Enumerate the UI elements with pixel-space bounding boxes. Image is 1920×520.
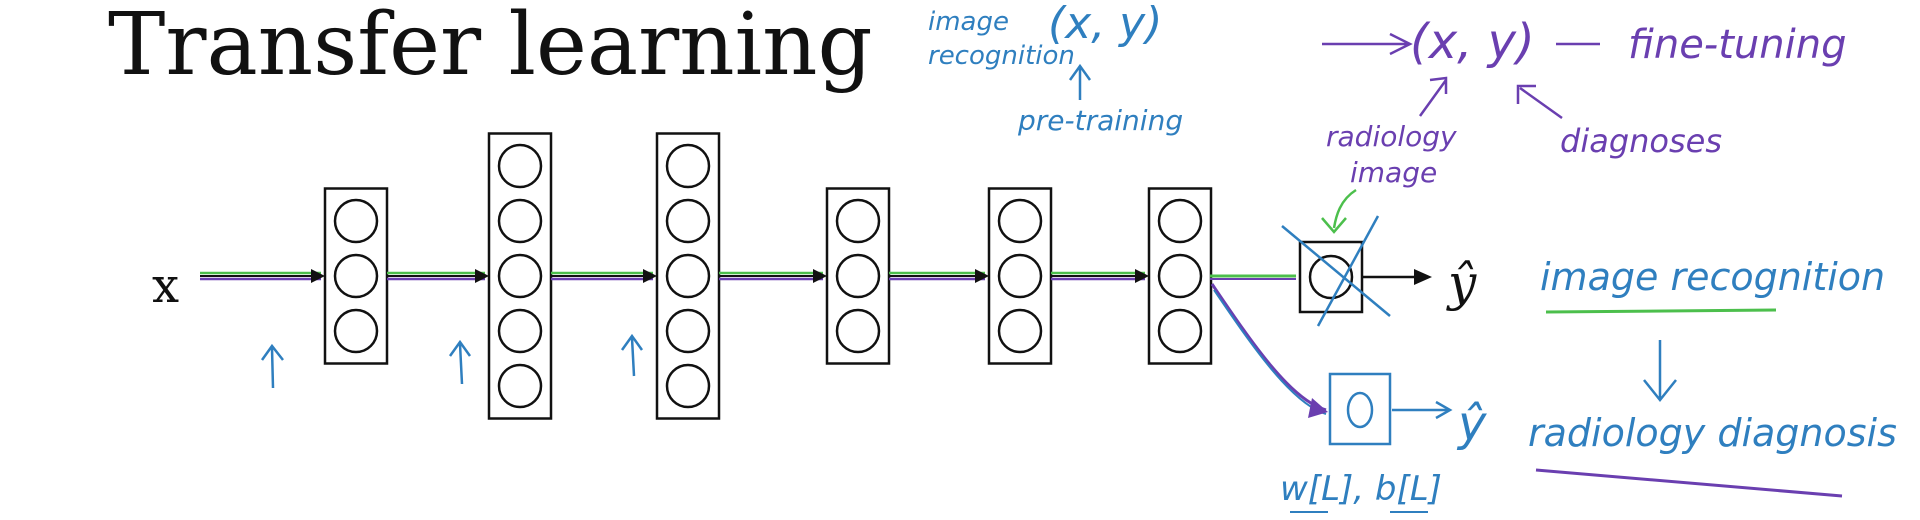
connection-arrow-head bbox=[475, 269, 489, 283]
neuron-node bbox=[997, 253, 1043, 299]
connection-arrow-head bbox=[1135, 269, 1149, 283]
y-hat-label: ŷ bbox=[1446, 254, 1477, 312]
network-layers bbox=[200, 132, 1213, 420]
neuron-node bbox=[665, 253, 711, 299]
neuron-node bbox=[497, 143, 543, 189]
radiology-image-note-line: image bbox=[1350, 156, 1437, 189]
radiology-diagnosis-label: radiology diagnosis bbox=[1528, 411, 1897, 455]
neuron-node bbox=[665, 198, 711, 244]
neuron-node bbox=[497, 308, 543, 354]
up-arrows bbox=[260, 333, 644, 389]
input-x-label: x bbox=[152, 258, 179, 314]
connection-arrow-head bbox=[975, 269, 989, 283]
xy-top-label: (x, y) bbox=[1048, 0, 1162, 49]
neuron-node bbox=[497, 253, 543, 299]
neuron-node bbox=[997, 308, 1043, 354]
image-recognition-big-label: image recognition bbox=[1540, 255, 1885, 299]
neuron-node bbox=[835, 198, 881, 244]
cross-out-line bbox=[1281, 225, 1391, 317]
output-arrow-head bbox=[1414, 269, 1432, 285]
new-branch-line bbox=[1210, 283, 1327, 412]
neuron-node bbox=[997, 198, 1043, 244]
radiology-image-note-line: radiology bbox=[1326, 120, 1457, 153]
up-arrow-icon bbox=[260, 343, 284, 389]
image-recognition-note-line: image bbox=[928, 7, 1009, 37]
neuron-node bbox=[333, 308, 379, 354]
xy-right-label: (x, y) bbox=[1410, 14, 1535, 70]
neuron-node bbox=[835, 253, 881, 299]
arrow-icon bbox=[1516, 84, 1563, 120]
neuron-node bbox=[333, 198, 379, 244]
arrow-right-icon bbox=[1322, 32, 1413, 56]
page-title: Transfer learning bbox=[108, 0, 873, 95]
new-branch-arrow-head bbox=[1308, 398, 1328, 418]
neuron-node bbox=[665, 143, 711, 189]
diagnoses-label: diagnoses bbox=[1560, 122, 1722, 160]
arrow-down-icon bbox=[1643, 340, 1677, 403]
neuron-node bbox=[497, 198, 543, 244]
old-output-node bbox=[1281, 215, 1391, 327]
arrow-icon bbox=[1418, 76, 1448, 117]
arrow-down-icon bbox=[1321, 188, 1357, 234]
up-arrow-icon bbox=[448, 339, 472, 385]
neuron-node bbox=[665, 308, 711, 354]
fine-tuning-label: fine-tuning bbox=[1628, 22, 1846, 68]
neuron-node bbox=[333, 253, 379, 299]
up-arrow-icon bbox=[620, 333, 644, 377]
connection-arrow-head bbox=[813, 269, 827, 283]
new-output-arrow-head bbox=[1435, 400, 1453, 420]
cross-out-line bbox=[1316, 215, 1380, 327]
connection-arrow-head bbox=[643, 269, 657, 283]
up-arrow-icon bbox=[1068, 63, 1092, 100]
green-underline bbox=[1545, 308, 1777, 314]
pre-training-label: pre-training bbox=[1017, 104, 1183, 137]
new-branch-line bbox=[1213, 289, 1327, 415]
radiology-image-note: radiology image bbox=[1326, 120, 1466, 189]
neuron-node bbox=[1157, 253, 1203, 299]
image-recognition-note: image recognition bbox=[928, 7, 1075, 71]
new-y-hat-label: ŷ bbox=[1456, 396, 1487, 452]
image-recognition-note-line: recognition bbox=[928, 41, 1075, 71]
neuron-node bbox=[1157, 308, 1203, 354]
connection-arrow-head bbox=[311, 269, 325, 283]
purple-underline bbox=[1535, 468, 1843, 498]
neuron-node bbox=[1157, 198, 1203, 244]
new-output-node bbox=[1328, 372, 1392, 446]
neuron-node bbox=[835, 308, 881, 354]
neuron-node bbox=[665, 363, 711, 409]
neuron-node bbox=[497, 363, 543, 409]
weights-label: w[L], b[L] bbox=[1280, 469, 1442, 509]
